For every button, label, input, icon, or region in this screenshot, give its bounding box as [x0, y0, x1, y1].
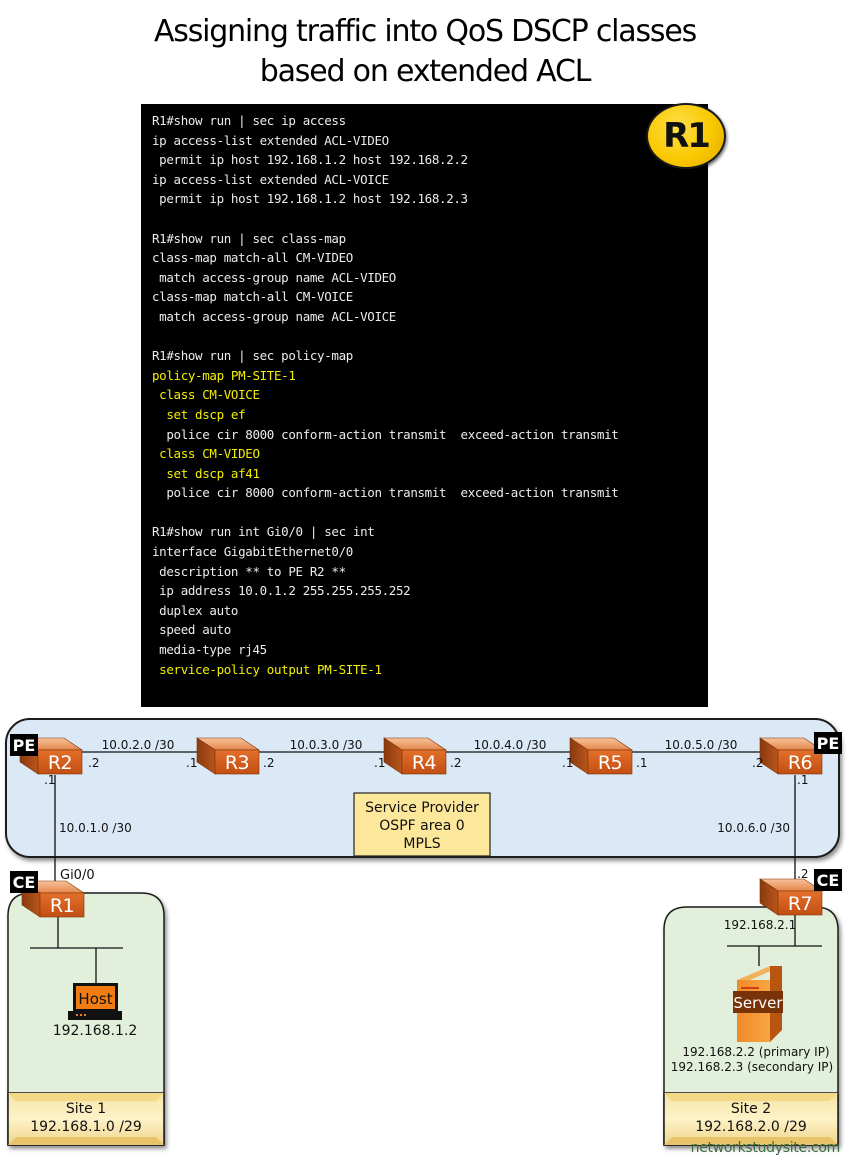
terminal-line: service-policy output PM-SITE-1: [152, 661, 382, 677]
server-primary-ip: 192.168.2.2 (primary IP): [682, 1045, 829, 1059]
terminal-line: R1#show run | sec ip access: [152, 113, 346, 128]
diagram-title-line-1: Assigning traffic into QoS DSCP classes: [153, 14, 697, 49]
server-secondary-ip: 192.168.2.3 (secondary IP): [671, 1060, 833, 1074]
if-r7-up: .2: [797, 867, 808, 881]
terminal-line: interface GigabitEthernet0/0: [152, 544, 353, 560]
server-label: Server: [733, 994, 783, 1012]
site-2-subnet: 192.168.2.0 /29: [695, 1119, 807, 1135]
uplink-left-subnet: 10.0.1.0 /30: [59, 821, 132, 835]
if-r4-right: .2: [450, 756, 461, 770]
router-r4: R4: [383, 737, 447, 775]
router-label: R7: [788, 893, 812, 915]
terminal-line: R1#show run | sec class-map: [152, 230, 346, 246]
uplink-right-subnet: 10.0.6.0 /30: [717, 821, 790, 835]
sp-label-line-3: MPLS: [403, 836, 440, 852]
terminal-line: permit ip host 192.168.1.2 host 192.168.…: [152, 191, 468, 207]
link-subnet-r2-r3: 10.0.2.0 /30: [102, 738, 175, 752]
router-r6: R6: [759, 737, 823, 775]
svg-text:PE: PE: [13, 736, 36, 755]
terminal-line: ip access-list extended ACL-VOICE: [152, 171, 389, 187]
ce-tag-r7: CE: [814, 869, 842, 891]
terminal-line: class-map match-all CM-VIDEO: [152, 250, 353, 266]
svg-text:PE: PE: [817, 734, 840, 753]
if-r2-down: .1: [44, 773, 55, 787]
terminal-line: match access-group name ACL-VIDEO: [152, 269, 396, 285]
terminal-output-panel: R1#show run | sec ip access ip access-lis…: [141, 104, 708, 707]
if-r5-left: .1: [562, 756, 573, 770]
pe-tag-r2: PE: [10, 734, 38, 756]
host-label: Host: [78, 990, 112, 1008]
terminal-line: class CM-VIDEO: [152, 446, 260, 462]
server-icon: Server: [733, 966, 783, 1042]
host-ip: 192.168.1.2: [53, 1023, 138, 1039]
sp-label-line-1: Service Provider: [365, 800, 479, 816]
terminal-line: class CM-VOICE: [152, 387, 260, 403]
terminal-line: police cir 8000 conform-action transmit …: [152, 485, 619, 501]
router-label: R1: [50, 895, 74, 917]
terminal-line: match access-group name ACL-VOICE: [152, 308, 396, 324]
terminal-line: set dscp ef: [152, 406, 246, 422]
terminal-lines: R1#show run | sec ip access ip access-lis…: [152, 111, 619, 679]
terminal-line: duplex auto: [152, 602, 239, 618]
terminal-line: permit ip host 192.168.1.2 host 192.168.…: [152, 152, 468, 168]
link-subnet-r4-r5: 10.0.4.0 /30: [474, 738, 547, 752]
footer-watermark: networkstudysite.com: [690, 1140, 841, 1156]
if-r6-left: .2: [752, 756, 763, 770]
terminal-line: speed auto: [152, 622, 231, 638]
router-label: R3: [225, 752, 249, 774]
router-badge-label: R1: [663, 116, 711, 156]
router-r7: R7: [759, 878, 823, 916]
svg-text:CE: CE: [13, 873, 36, 892]
terminal-line: class-map match-all CM-VOICE: [152, 289, 353, 305]
host-icon: Host: [68, 983, 122, 1020]
router-r3: R3: [196, 737, 260, 775]
router-label: R2: [48, 752, 72, 774]
terminal-line: police cir 8000 conform-action transmit …: [152, 426, 619, 442]
terminal-line: media-type rj45: [152, 642, 267, 658]
terminal-line: description ** to PE R2 **: [152, 563, 346, 579]
terminal-line: ip address 10.0.1.2 255.255.255.252: [152, 583, 411, 599]
svg-text:CE: CE: [817, 871, 840, 890]
link-subnet-r5-r6: 10.0.5.0 /30: [665, 738, 738, 752]
r7-lan-ip: 192.168.2.1: [724, 918, 797, 932]
router-badge-r1: R1: [646, 103, 726, 169]
site-1-subnet: 192.168.1.0 /29: [30, 1119, 142, 1135]
if-r3-left: .1: [186, 756, 197, 770]
site-2-plaque: Site 2 192.168.2.0 /29: [663, 1092, 839, 1146]
if-r5-right: .1: [636, 756, 647, 770]
terminal-line: set dscp af41: [152, 465, 260, 481]
diagram-title-line-2: based on extended ACL: [259, 54, 592, 89]
router-label: R6: [788, 752, 812, 774]
router-label: R4: [412, 752, 437, 774]
site-2-name: Site 2: [731, 1101, 771, 1117]
sp-label-line-2: OSPF area 0: [379, 818, 464, 834]
site-1-plaque: Site 1 192.168.1.0 /29: [7, 1092, 165, 1146]
if-r2-right: .2: [88, 756, 99, 770]
terminal-line: R1#show run | sec policy-map: [152, 348, 353, 364]
link-subnet-r3-r4: 10.0.3.0 /30: [290, 738, 363, 752]
site-1-name: Site 1: [66, 1101, 106, 1117]
terminal-line: policy-map PM-SITE-1: [152, 367, 296, 383]
pe-tag-r6: PE: [814, 732, 842, 754]
ce-tag-r1: CE: [10, 871, 38, 893]
if-r3-right: .2: [263, 756, 274, 770]
terminal-line: R1#show run int Gi0/0 | sec int: [152, 524, 375, 540]
if-r1-gi0-0: Gi0/0: [60, 868, 95, 883]
router-r5: R5: [569, 737, 633, 775]
if-r4-left: .1: [374, 756, 385, 770]
if-r6-down: .1: [797, 773, 808, 787]
service-provider-label-box: [353, 792, 491, 857]
router-label: R5: [598, 752, 622, 774]
terminal-line: ip access-list extended ACL-VIDEO: [152, 132, 389, 148]
